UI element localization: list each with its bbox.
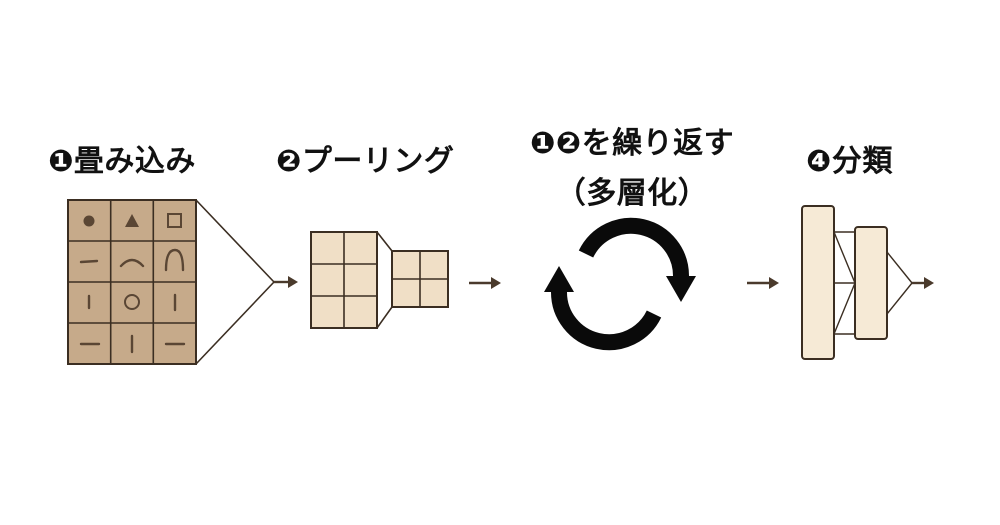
step-repeat-label-line1: ❶❷を繰り返す	[529, 126, 735, 161]
arch-edge-icon	[164, 248, 185, 272]
dense-layer-2	[854, 226, 888, 340]
arc-edge-icon	[119, 258, 145, 268]
classification-layers	[801, 205, 913, 360]
dense-layer-1	[801, 205, 835, 360]
convolution-funnel	[195, 199, 275, 365]
pooling-input-grid	[310, 231, 378, 329]
convolution-feature-grid	[67, 199, 197, 365]
step-pooling-label: ❷プーリング	[276, 144, 455, 179]
arrow-right-icon	[912, 277, 934, 289]
repeat-cycle-icon	[544, 217, 696, 351]
step-classification-label: ❹分類	[806, 144, 893, 179]
arrow-right-icon	[469, 277, 501, 289]
circle-feature-icon	[83, 215, 95, 227]
triangle-feature-icon	[125, 214, 139, 227]
step-repeat-label-line2: （多層化）	[555, 176, 709, 211]
step-repeat-label: ❶❷を繰り返す （多層化）	[512, 118, 752, 212]
pooling-funnel	[376, 231, 393, 329]
ring-feature-icon	[124, 294, 140, 310]
arrow-right-icon	[747, 277, 779, 289]
horizontal-edge-icon	[79, 259, 99, 264]
arrow-right-icon	[274, 276, 298, 288]
pooling-output-grid	[391, 250, 449, 308]
square-feature-icon	[167, 213, 182, 228]
step-convolution-label: ❶畳み込み	[48, 144, 196, 179]
